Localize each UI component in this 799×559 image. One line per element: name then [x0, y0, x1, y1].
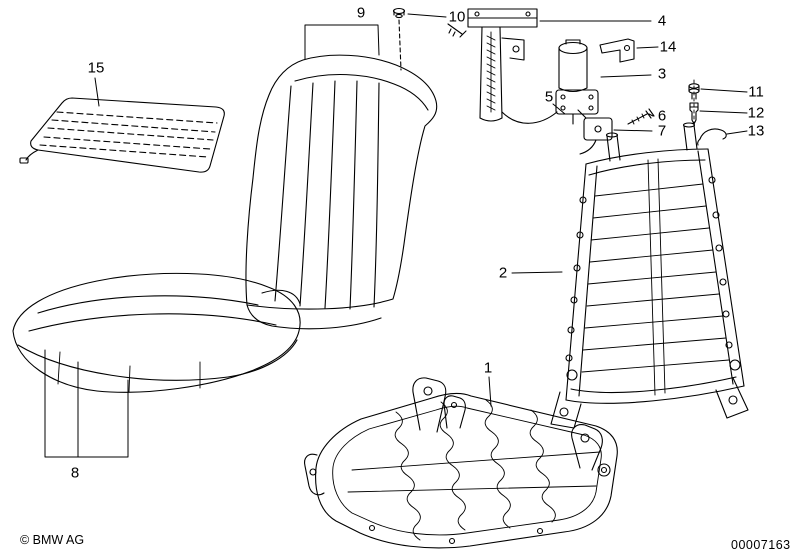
screw-part-6	[627, 108, 655, 125]
backrest-cushion-part-9	[245, 54, 438, 330]
callout-14: 14	[659, 38, 677, 56]
heating-element-part-15	[19, 97, 225, 173]
leader-line-1	[488, 376, 492, 407]
callout-10: 10	[448, 8, 466, 26]
callout-2: 2	[498, 264, 508, 282]
switch-part-7	[577, 109, 613, 155]
callout-9: 9	[356, 4, 366, 22]
callout-3: 3	[657, 65, 667, 83]
callout-11: 11	[748, 83, 764, 101]
leader-line-9	[304, 24, 380, 60]
leader-line-15	[94, 77, 100, 107]
callout-8: 8	[70, 464, 80, 482]
seat-cushion-part-8	[12, 272, 301, 393]
backrest-frame-part-2	[550, 122, 749, 429]
leader-line-2	[511, 271, 563, 274]
leader-line-6	[648, 113, 654, 117]
callout-13: 13	[747, 122, 765, 140]
leader-line-8	[44, 349, 129, 458]
copyright-text: © BMW AG	[20, 533, 85, 547]
leader-line-13	[726, 130, 748, 135]
callout-12: 12	[747, 104, 765, 122]
leader-line-14	[636, 46, 659, 49]
leader-lines	[44, 13, 748, 458]
bracket-part-14	[599, 38, 635, 63]
leader-line-11	[700, 88, 748, 93]
leader-line-3	[600, 74, 652, 78]
callout-1: 1	[483, 359, 493, 377]
image-number: 00007163	[731, 538, 791, 552]
seat-frame-part-1	[304, 377, 618, 549]
callout-4: 4	[657, 12, 667, 30]
leader-line-12	[699, 110, 748, 114]
callout-5: 5	[544, 88, 554, 106]
leader-line-10	[407, 13, 447, 18]
clip-part-13	[697, 128, 727, 146]
callout-7: 7	[657, 122, 667, 140]
leader-line-7	[613, 129, 653, 132]
fastener-part-10	[392, 7, 406, 71]
callout-15: 15	[87, 59, 105, 77]
gear-rack-part-4	[447, 8, 538, 122]
motor-part-3	[555, 39, 599, 125]
drive-cable-part-5	[501, 111, 558, 124]
callout-6: 6	[657, 107, 667, 125]
leader-line-5	[552, 103, 566, 115]
